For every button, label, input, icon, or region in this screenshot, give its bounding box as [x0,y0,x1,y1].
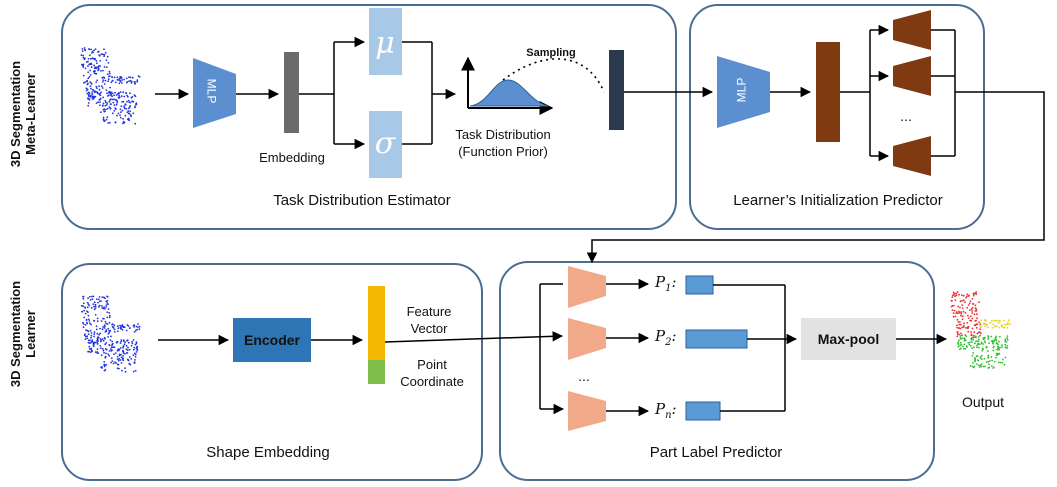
output-segmented-chair [950,291,1011,369]
feature-vector-line2: Vector [410,321,448,336]
chair-point-cloud-bottom [80,295,141,373]
part-head-2 [568,318,606,360]
pn-symbol: P [655,400,666,418]
p2-subscript: 2 [665,337,672,348]
output-label: Output [961,394,1005,410]
panel-shape-embedding [61,263,483,481]
panel-task-distribution-estimator [61,4,677,230]
side-label-meta-learner: 3D Segmentation Meta-Learner [8,54,40,174]
sampled-task-bar [609,50,624,130]
part-head-n [568,391,606,431]
p2-symbol: P [655,327,666,345]
maxpool-label: Max-pool [817,331,880,347]
meta-to-learner-connector [586,91,1045,264]
sigma-box [369,111,402,178]
task-distribution-line2: (Function Prior) [458,144,548,159]
side-label-meta-line2: Meta-Learner [23,73,38,155]
sampling-label: Sampling [526,47,576,59]
panel-title-task-distribution: Task Distribution Estimator [273,192,451,209]
panel-part-label-predictor [499,261,935,481]
panel-title-part-label-predictor: Part Label Predictor [649,444,783,461]
decoder-ellipsis: ... [900,108,912,124]
side-label-meta-line1: 3D Segmentation [8,60,23,168]
mu-symbol: μ [375,26,395,61]
p1-subscript: 1 [665,283,672,294]
task-distribution-label: Task Distribution (Function Prior) [455,126,550,160]
score-box-2 [685,329,748,349]
point-coordinate-bar [368,360,385,384]
part-head-1 [568,266,606,308]
task-distribution-line1: Task Distribution [455,127,551,142]
mlp-predictor-shape [717,56,770,128]
feature-vector-label: Feature Vector [407,303,452,337]
feature-vector-line1: Feature [406,304,452,319]
panel-title-initialization-predictor: Learner’s Initialization Predictor [733,192,943,209]
panel-title-shape-embedding: Shape Embedding [206,444,330,461]
p2-label: P2: [655,327,677,348]
maxpool-box [801,318,896,360]
mlp2-label: MLP [734,77,749,103]
encoder-box [233,318,311,362]
decoder-shape-1 [893,10,931,50]
panel-initialization-predictor [689,4,985,230]
side-label-learner: 3D Segmentation Learner [8,274,40,394]
part-head-ellipsis: ... [578,368,590,384]
distribution-plot [461,56,554,115]
point-coordinate-label: Point Coordinate [400,356,464,390]
mu-box [369,8,402,75]
p1-symbol: P [655,273,666,291]
p1-label: P1: [655,273,677,294]
side-label-learner-line1: 3D Segmentation [8,280,23,388]
feature-vector-bar [368,286,385,360]
embedding-bar [284,52,299,133]
pn-label: Pn: [655,400,677,421]
encoder-label: Encoder [243,332,300,348]
mlp-label: MLP [204,78,219,104]
initialization-bar [816,42,840,142]
chair-point-cloud-top [80,47,141,125]
score-box-n [685,401,721,421]
mlp-encoder-shape [193,58,236,128]
point-coordinate-line1: Point [417,357,447,372]
score-box-1 [685,275,714,295]
decoder-shape-2 [893,56,931,96]
point-coordinate-line2: Coordinate [400,374,464,389]
pn-subscript: n [665,410,672,421]
sigma-symbol: σ [374,126,396,161]
side-label-learner-line2: Learner [23,310,38,358]
embedding-label: Embedding [259,150,325,165]
decoder-shape-3 [893,136,931,176]
